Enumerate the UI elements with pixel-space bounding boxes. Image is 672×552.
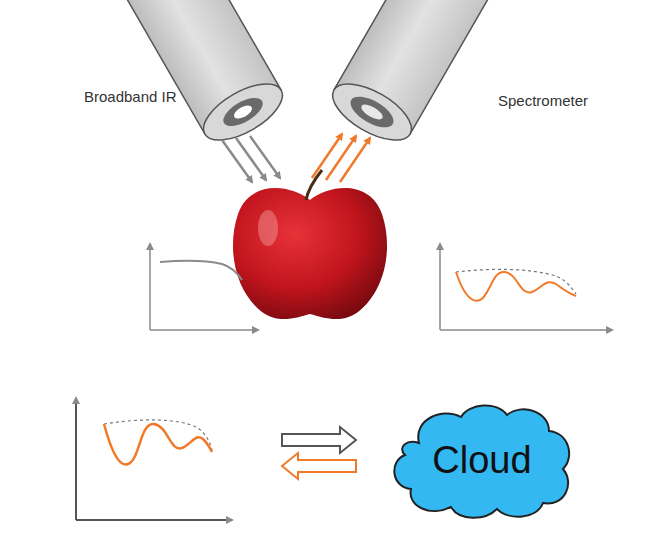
cloud-label: Cloud: [432, 439, 531, 482]
cloud-shape: Cloud: [389, 399, 575, 521]
spectrometer-tube: [324, 0, 505, 151]
apple: [233, 170, 387, 319]
source-spectrum-chart: [150, 244, 258, 330]
light-source-tube: [110, 0, 291, 151]
download-arrow: [282, 453, 356, 479]
uploaded-spectrum-chart: [76, 398, 232, 520]
incident-rays: [222, 136, 280, 182]
device-label: Spectrometer: [498, 92, 588, 109]
reflected-rays: [312, 134, 370, 182]
device-label: Broadband IR: [84, 88, 177, 105]
upload-arrow: [282, 427, 356, 453]
reflected-spectrum-chart: [440, 244, 612, 330]
